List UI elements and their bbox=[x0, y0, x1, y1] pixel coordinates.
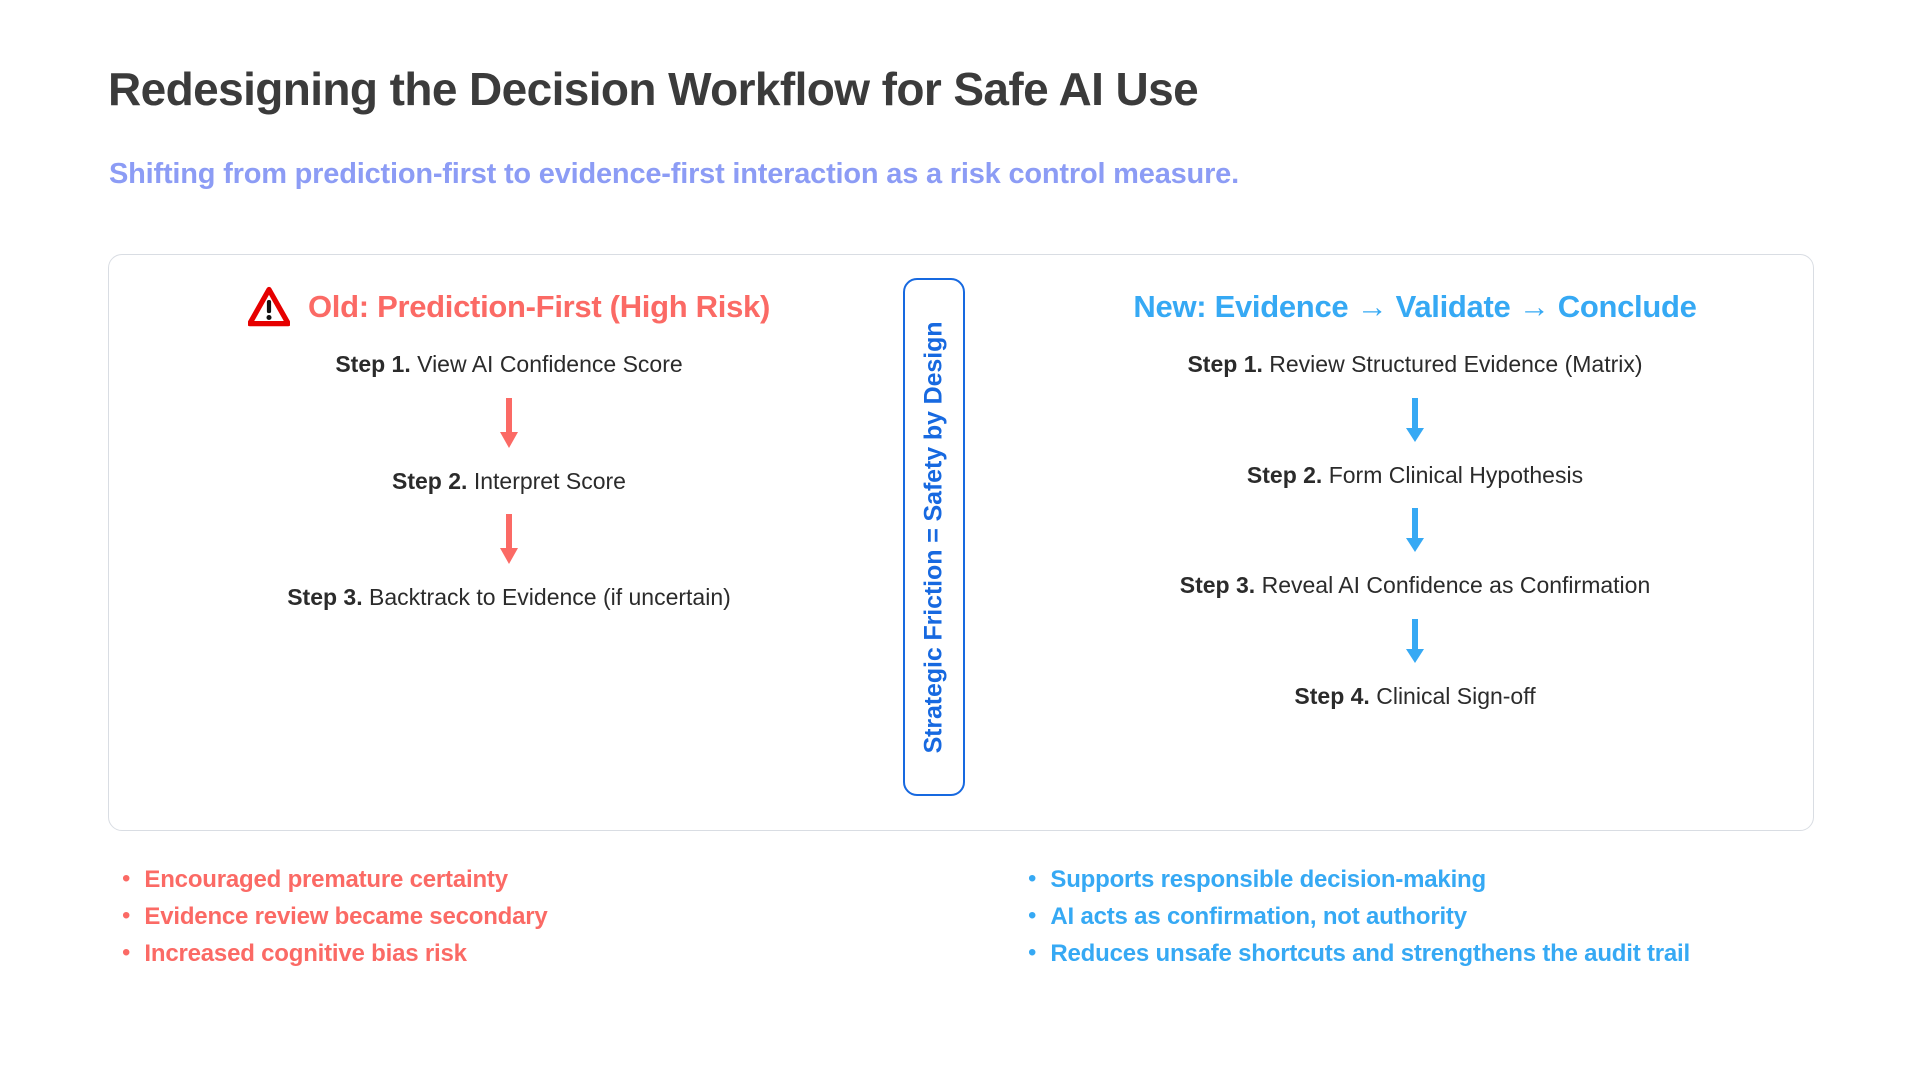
step-item: Step 2. Interpret Score bbox=[392, 468, 626, 496]
old-workflow-column: Old: Prediction-First (High Risk) Step 1… bbox=[109, 255, 909, 830]
bullet-dot-icon: • bbox=[1028, 865, 1037, 892]
list-item: • Reduces unsafe shortcuts and strengthe… bbox=[1028, 940, 1690, 977]
step-label: Step 2. bbox=[392, 467, 468, 494]
step-text: Backtrack to Evidence (if uncertain) bbox=[369, 584, 731, 611]
step-item: Step 3. Reveal AI Confidence as Confirma… bbox=[1180, 572, 1650, 600]
list-item: • Increased cognitive bias risk bbox=[122, 940, 548, 977]
bullet-label: AI acts as confirmation, not authority bbox=[1050, 903, 1467, 930]
new-workflow-column: New: Evidence → Validate → Conclude Step… bbox=[1015, 255, 1815, 830]
list-item: • Supports responsible decision-making bbox=[1028, 866, 1690, 903]
flow-arrow-down-icon bbox=[500, 514, 518, 565]
new-workflow-steps: Step 1. Review Structured Evidence (Matr… bbox=[1015, 351, 1815, 710]
step-text: Review Structured Evidence (Matrix) bbox=[1269, 351, 1643, 377]
step-text: View AI Confidence Score bbox=[417, 351, 683, 377]
page-title: Redesigning the Decision Workflow for Sa… bbox=[108, 63, 1199, 115]
bullet-dot-icon: • bbox=[122, 902, 131, 929]
flow-arrow-down-icon bbox=[1406, 397, 1424, 442]
new-workflow-header: New: Evidence → Validate → Conclude bbox=[1015, 281, 1815, 333]
step-text: Form Clinical Hypothesis bbox=[1328, 461, 1584, 488]
list-item: • AI acts as confirmation, not authority bbox=[1028, 903, 1690, 940]
bullet-label: Reduces unsafe shortcuts and strengthens… bbox=[1050, 940, 1690, 967]
step-text: Interpret Score bbox=[473, 467, 626, 494]
step-text: Clinical Sign-off bbox=[1376, 682, 1536, 709]
bullet-label: Supports responsible decision-making bbox=[1050, 866, 1486, 893]
flow-arrow-down-icon bbox=[1406, 508, 1424, 553]
step-item: Step 4. Clinical Sign-off bbox=[1294, 683, 1535, 711]
warning-triangle-icon bbox=[247, 286, 290, 327]
page-subtitle: Shifting from prediction-first to eviden… bbox=[109, 158, 1239, 190]
strategic-friction-label: Strategic Friction = Safety by Design bbox=[919, 321, 948, 753]
list-item: • Evidence review became secondary bbox=[122, 903, 548, 940]
old-workflow-bullets: • Encouraged premature certainty • Evide… bbox=[122, 866, 548, 977]
old-workflow-header: Old: Prediction-First (High Risk) bbox=[109, 281, 909, 333]
flow-arrow-down-icon bbox=[1406, 618, 1424, 663]
list-item: • Encouraged premature certainty bbox=[122, 866, 548, 903]
step-label: Step 3. bbox=[1179, 572, 1256, 599]
step-item: Step 1. Review Structured Evidence (Matr… bbox=[1187, 351, 1642, 379]
step-label: Step 1. bbox=[335, 351, 411, 377]
step-label: Step 4. bbox=[1294, 682, 1370, 709]
old-workflow-heading: Old: Prediction-First (High Risk) bbox=[307, 289, 770, 324]
step-item: Step 1. View AI Confidence Score bbox=[335, 351, 682, 379]
bullet-dot-icon: • bbox=[122, 939, 131, 966]
flow-arrow-down-icon bbox=[500, 397, 518, 448]
step-item: Step 3. Backtrack to Evidence (if uncert… bbox=[287, 584, 731, 612]
step-item: Step 2. Form Clinical Hypothesis bbox=[1247, 462, 1583, 490]
strategic-friction-divider: Strategic Friction = Safety by Design bbox=[903, 278, 965, 796]
step-label: Step 1. bbox=[1187, 351, 1263, 377]
bullet-dot-icon: • bbox=[1028, 939, 1037, 966]
bullet-label: Encouraged premature certainty bbox=[144, 866, 508, 893]
bullet-label: Increased cognitive bias risk bbox=[144, 940, 467, 967]
new-workflow-bullets: • Supports responsible decision-making •… bbox=[1028, 866, 1690, 977]
step-label: Step 2. bbox=[1246, 461, 1323, 488]
step-text: Reveal AI Confidence as Confirmation bbox=[1261, 572, 1651, 599]
bullet-dot-icon: • bbox=[1028, 902, 1037, 929]
step-label: Step 3. bbox=[287, 584, 363, 611]
new-workflow-heading: New: Evidence → Validate → Conclude bbox=[1133, 289, 1697, 324]
bullet-label: Evidence review became secondary bbox=[144, 903, 548, 930]
old-workflow-steps: Step 1. View AI Confidence Score Step 2.… bbox=[109, 351, 909, 612]
bullet-dot-icon: • bbox=[122, 865, 131, 892]
